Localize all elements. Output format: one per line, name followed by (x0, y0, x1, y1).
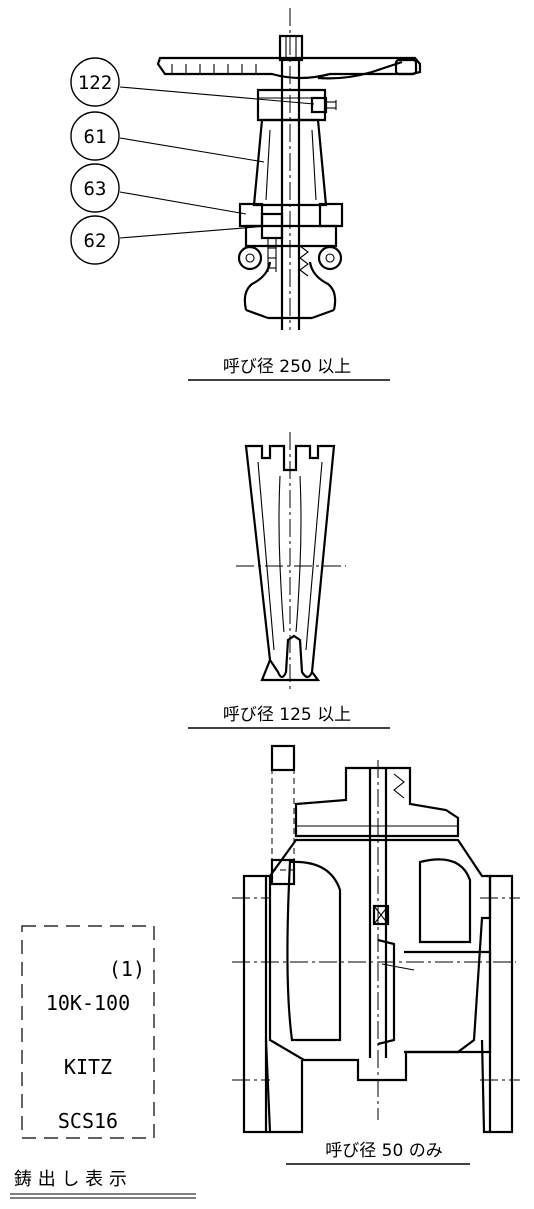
body-neck-left (243, 261, 272, 311)
leader-63 (119, 191, 247, 215)
marking-line-4: SCS16 (58, 1109, 118, 1133)
leader-61 (119, 137, 265, 163)
callout-label-63: 63 (84, 178, 107, 200)
wheel-hub (256, 88, 327, 122)
grease-nipple (310, 96, 337, 114)
casting-marking: (1) 10K-100 KITZ SCS16 鋳 出 し 表 示 (10, 925, 196, 1199)
wedge-face-right (305, 461, 323, 651)
caption-middle: 呼び径 125 以上 (223, 705, 351, 725)
valve-body-section: 呼び径 50 のみ (232, 744, 520, 1165)
right-cavity (418, 858, 472, 944)
handwheel (156, 56, 422, 80)
body-outline (268, 838, 492, 1082)
marking-title: 鋳 出 し 表 示 (14, 1169, 127, 1190)
marking-line-3: KITZ (64, 1055, 112, 1079)
leader-122 (119, 86, 315, 105)
body-disc (377, 938, 396, 1046)
callout-bubble-62 (70, 215, 120, 265)
callout-label-122: 122 (78, 72, 112, 94)
yoke-assembly-view: 122 61 63 62 呼び径 250 以上 (70, 8, 422, 381)
wedge-face-left (257, 461, 275, 651)
left-flange (242, 874, 268, 1134)
caption-top: 呼び径 250 以上 (223, 357, 351, 377)
leader-62 (119, 225, 269, 239)
wedge-outline (244, 444, 336, 679)
marking-line-2: 10K-100 (46, 991, 130, 1015)
disc-nut (372, 904, 390, 926)
wedge-disc-view: 呼び径 125 以上 (188, 432, 390, 729)
wedge-web-left (278, 475, 285, 633)
callout-bubble-122 (70, 57, 120, 107)
body-neck-right (308, 261, 337, 311)
bonnet-bolt-hidden (271, 769, 295, 871)
bonnet-collar (244, 224, 338, 248)
right-flange (488, 874, 514, 1134)
right-flange-foot (480, 1039, 490, 1134)
caption-bottom: 呼び径 50 のみ (325, 1141, 442, 1161)
bonnet (294, 766, 460, 838)
wedge-web-right (295, 475, 302, 633)
yoke-bolts (238, 202, 344, 272)
marking-box (21, 925, 155, 1139)
bonnet-bolt-head (270, 744, 296, 772)
stem-nut (278, 34, 304, 62)
left-cavity (286, 860, 342, 1042)
wedge-bottom (260, 659, 321, 682)
callout-bubble-63 (70, 163, 120, 213)
callout-label-61: 61 (84, 126, 107, 148)
right-port (404, 950, 492, 1054)
marking-line-1: (1) (109, 957, 145, 981)
stem-packing (393, 773, 405, 799)
callout-label-62: 62 (84, 230, 107, 252)
eyebolts (237, 245, 343, 271)
callout-bubble-61 (70, 111, 120, 161)
gland-packing (299, 245, 309, 277)
left-flange-foot (264, 1039, 304, 1134)
